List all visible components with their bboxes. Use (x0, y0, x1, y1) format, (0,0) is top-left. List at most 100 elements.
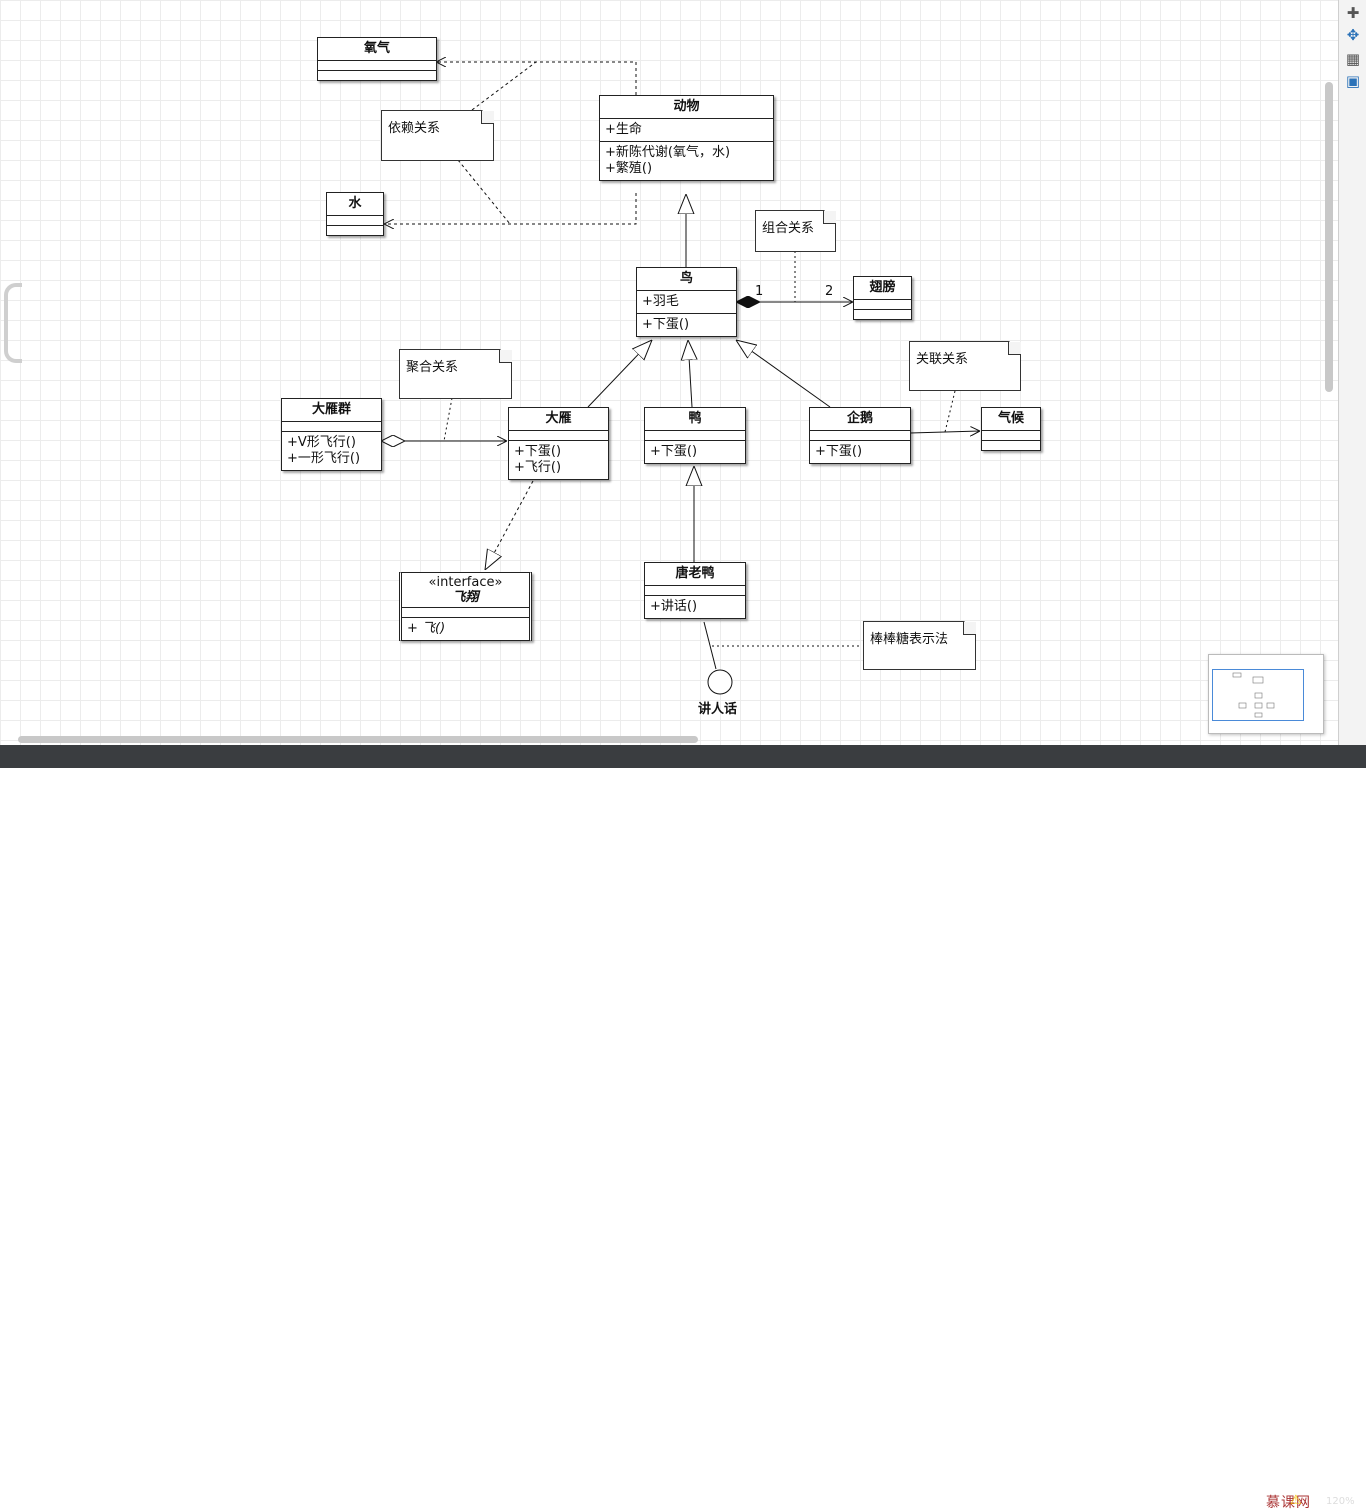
class-operations (318, 71, 436, 80)
class-operations: +下蛋() (637, 314, 736, 336)
class-operation: +一形飞行() (287, 451, 361, 466)
class-water[interactable]: 水 (326, 192, 384, 236)
multiplicity-wing: 2 (825, 284, 834, 299)
class-attribute: +生命 (600, 119, 773, 142)
class-operation: +繁殖() (605, 161, 653, 176)
class-name: 大雁 (509, 408, 608, 431)
class-attributes (327, 216, 383, 226)
connectors (381, 0, 1338, 695)
puzzle-icon[interactable]: ✚ (1346, 4, 1360, 22)
class-operation: +下蛋() (815, 444, 863, 459)
class-name: 唐老鸭 (645, 563, 745, 586)
class-attributes (402, 608, 529, 618)
minimap-thumbnail (1232, 672, 1275, 718)
class-attributes (282, 422, 381, 432)
class-operation: +讲话() (650, 599, 698, 614)
class-operations (982, 441, 1040, 450)
class-bird[interactable]: 鸟 +羽毛 +下蛋() (636, 267, 737, 337)
class-operation: +V形飞行() (287, 435, 356, 450)
class-operation: +下蛋() (642, 317, 690, 332)
note-text: 依赖关系 (388, 121, 441, 136)
note-text: 组合关系 (762, 221, 815, 236)
class-operations (854, 310, 911, 319)
interface-name: 飞翔 (452, 590, 479, 605)
class-attributes (982, 431, 1040, 441)
class-operation: + 飞() (407, 621, 446, 636)
generalization-duck-bird (688, 340, 692, 408)
class-name: 氧气 (318, 38, 436, 61)
class-operations: +V形飞行() +一形飞行() (282, 432, 381, 470)
generalization-goose-bird (587, 340, 652, 408)
move-icon[interactable]: ✥ (1346, 26, 1360, 44)
class-attributes (645, 586, 745, 596)
note-fold (481, 111, 494, 124)
class-operation: +下蛋() (650, 444, 698, 459)
lollipop-stem (703, 621, 717, 670)
note-fold (823, 211, 836, 224)
note-association[interactable]: 关联关系 (909, 341, 1021, 391)
class-name: 企鹅 (810, 408, 910, 431)
note-anchor-association (944, 390, 956, 433)
class-attributes (854, 300, 911, 310)
class-attributes (509, 431, 608, 441)
zoom-level[interactable]: 120% (1326, 1496, 1355, 1507)
class-name: 大雁群 (282, 399, 381, 422)
class-goose[interactable]: 大雁 +下蛋() +飞行() (508, 407, 609, 480)
note-anchor-aggregation (443, 397, 453, 442)
class-duck[interactable]: 鸭 +下蛋() (644, 407, 746, 464)
note-anchor-dependency-1 (471, 61, 537, 111)
diagram-canvas[interactable]: 氧气 水 动物 +生命 +新陈代谢(氧气，水) +繁殖() 鸟 +羽毛 +下蛋(… (0, 0, 1338, 745)
note-aggregation[interactable]: 聚合关系 (399, 349, 512, 399)
note-composition[interactable]: 组合关系 (755, 210, 836, 252)
note-lollipop[interactable]: 棒棒糖表示法 (863, 621, 976, 670)
warning-icon[interactable]: ⚠ (1290, 1493, 1302, 1508)
note-fold (1008, 342, 1021, 355)
note-fold (499, 350, 512, 363)
realization-goose-fly (485, 480, 534, 570)
gift-icon[interactable]: ▣ (1345, 72, 1361, 90)
class-operation: +新陈代谢(氧气，水) (605, 145, 731, 160)
class-operations: +讲话() (645, 596, 745, 618)
interface-stereotype: «interface» (428, 575, 503, 590)
class-penguin[interactable]: 企鹅 +下蛋() (809, 407, 911, 464)
outline-minimap[interactable] (1208, 654, 1324, 734)
class-attributes (810, 431, 910, 441)
interface-header: «interface» 飞翔 (402, 573, 529, 608)
class-oxygen[interactable]: 氧气 (317, 37, 437, 81)
horizontal-scrollbar[interactable] (18, 736, 698, 743)
generalization-penguin-bird (736, 340, 831, 408)
layout-icon[interactable]: ▦ (1345, 50, 1361, 68)
class-name: 动物 (600, 96, 773, 119)
class-operations: +下蛋() (645, 441, 745, 463)
class-climate[interactable]: 气候 (981, 407, 1041, 451)
class-operations: +下蛋() +飞行() (509, 441, 608, 479)
side-panel-handle[interactable] (4, 283, 22, 363)
interface-fly[interactable]: «interface» 飞翔 + 飞() (399, 572, 532, 641)
dependency-animal-oxygen (436, 62, 637, 95)
class-goose-group[interactable]: 大雁群 +V形飞行() +一形飞行() (281, 398, 382, 471)
class-attributes (318, 61, 436, 71)
class-operation: +飞行() (514, 460, 562, 475)
status-bar: 慕课网 ⚠ 120% (0, 745, 1366, 1511)
vertical-scrollbar[interactable] (1325, 82, 1333, 392)
class-operations: +下蛋() (810, 441, 910, 463)
class-name: 鸭 (645, 408, 745, 431)
note-text: 棒棒糖表示法 (870, 632, 949, 647)
lollipop-label: 讲人话 (698, 702, 738, 717)
class-operations: + 飞() (402, 618, 529, 640)
class-name: 水 (327, 193, 383, 216)
class-wing[interactable]: 翅膀 (853, 276, 912, 320)
class-operations: +新陈代谢(氧气，水) +繁殖() (600, 142, 773, 180)
watermark: 慕课网 (1266, 1495, 1311, 1511)
minimap-viewport[interactable] (1212, 669, 1304, 721)
class-operation: +下蛋() (514, 444, 562, 459)
right-toolbar: ✚ ✥ ▦ ▣ (1338, 0, 1366, 745)
class-animal[interactable]: 动物 +生命 +新陈代谢(氧气，水) +繁殖() (599, 95, 774, 181)
note-dependency[interactable]: 依赖关系 (381, 110, 494, 161)
class-attributes (645, 431, 745, 441)
dependency-animal-water (384, 193, 637, 224)
class-donald-duck[interactable]: 唐老鸭 +讲话() (644, 562, 746, 619)
note-anchor-dependency-2 (457, 159, 511, 225)
class-operations (327, 226, 383, 235)
note-text: 关联关系 (916, 352, 969, 367)
